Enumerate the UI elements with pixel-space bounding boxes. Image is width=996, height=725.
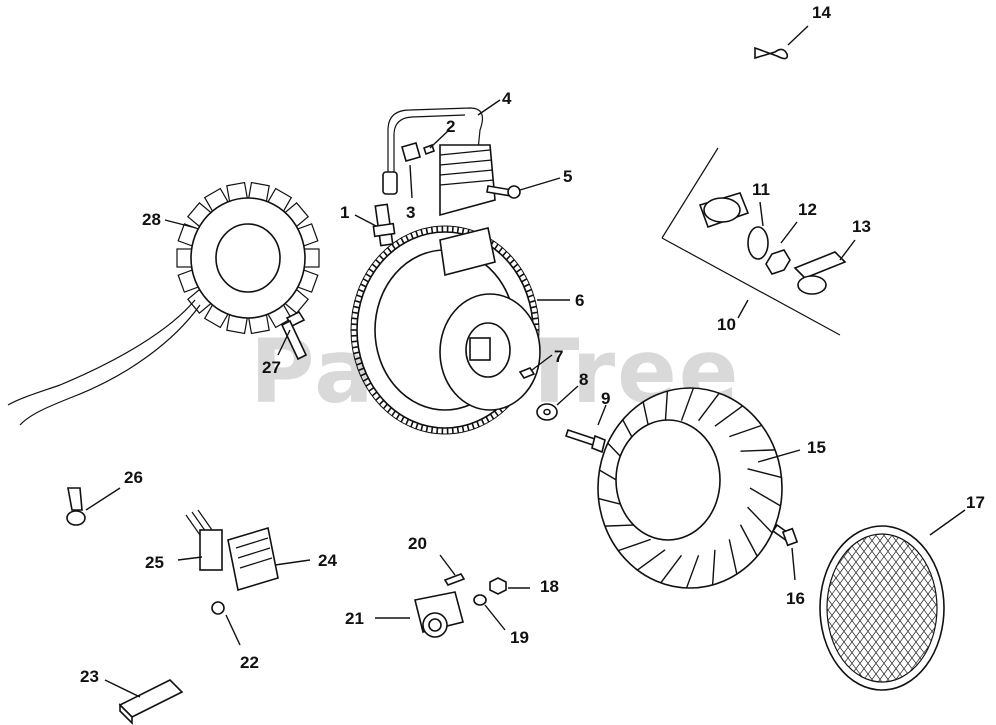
callout-5: 5 [563, 167, 572, 186]
callout-8: 8 [579, 370, 588, 389]
callout-11: 11 [752, 180, 770, 199]
flywheel-key-part[interactable] [518, 354, 553, 379]
callout-14: 14 [812, 3, 831, 22]
hex-nut-part[interactable] [489, 577, 530, 595]
callout-27: 27 [262, 358, 281, 377]
callout-2: 2 [446, 117, 455, 136]
callout-28: 28 [142, 210, 161, 229]
bracket-screw-part[interactable] [439, 554, 466, 586]
callout-1: 1 [340, 203, 349, 222]
callout-22: 22 [240, 653, 259, 672]
harness-clip-part[interactable] [66, 487, 121, 526]
spark-plug-part[interactable] [354, 203, 396, 247]
rectifier-regulator-part[interactable] [227, 526, 311, 592]
stator-bolt-part[interactable] [277, 310, 308, 361]
lock-washer-part[interactable] [473, 594, 506, 631]
callout-6: 6 [575, 291, 584, 310]
callout-7: 7 [554, 347, 563, 366]
callout-16: 16 [786, 589, 805, 608]
callout-3: 3 [406, 203, 415, 222]
callout-18: 18 [540, 577, 559, 596]
ignition-module-part[interactable] [382, 99, 501, 217]
switch-bracket-part[interactable] [375, 591, 464, 638]
callout-19: 19 [510, 628, 529, 647]
flywheel-washer-part[interactable] [536, 385, 579, 421]
callout-12: 12 [798, 200, 817, 219]
wire-clip-part[interactable] [754, 25, 809, 60]
callout-20: 20 [408, 534, 427, 553]
callout-labels: 1 2 3 4 5 6 7 8 9 10 11 12 13 14 15 16 1… [80, 3, 985, 686]
callout-25: 25 [145, 553, 164, 572]
flywheel-part[interactable] [350, 225, 570, 435]
stator-part[interactable] [7, 181, 320, 426]
callout-10: 10 [717, 315, 736, 334]
ignition-switch-assembly[interactable] [661, 147, 856, 336]
callout-21: 21 [345, 609, 364, 628]
flywheel-bolt-part[interactable] [564, 404, 607, 454]
module-bolt-part[interactable] [486, 177, 561, 199]
regulator-screw-part[interactable] [211, 601, 241, 646]
callout-15: 15 [807, 438, 826, 457]
terminal-cover-part[interactable] [104, 679, 184, 725]
cooling-fan-part[interactable] [597, 387, 801, 589]
callout-23: 23 [80, 667, 99, 686]
callout-9: 9 [601, 389, 610, 408]
callout-17: 17 [966, 493, 985, 512]
callout-24: 24 [318, 551, 337, 570]
callout-26: 26 [124, 468, 143, 487]
callout-4: 4 [502, 89, 512, 108]
harness-connector-part[interactable] [177, 509, 223, 571]
callout-13: 13 [852, 217, 871, 236]
fan-bolt-part[interactable] [771, 523, 799, 581]
